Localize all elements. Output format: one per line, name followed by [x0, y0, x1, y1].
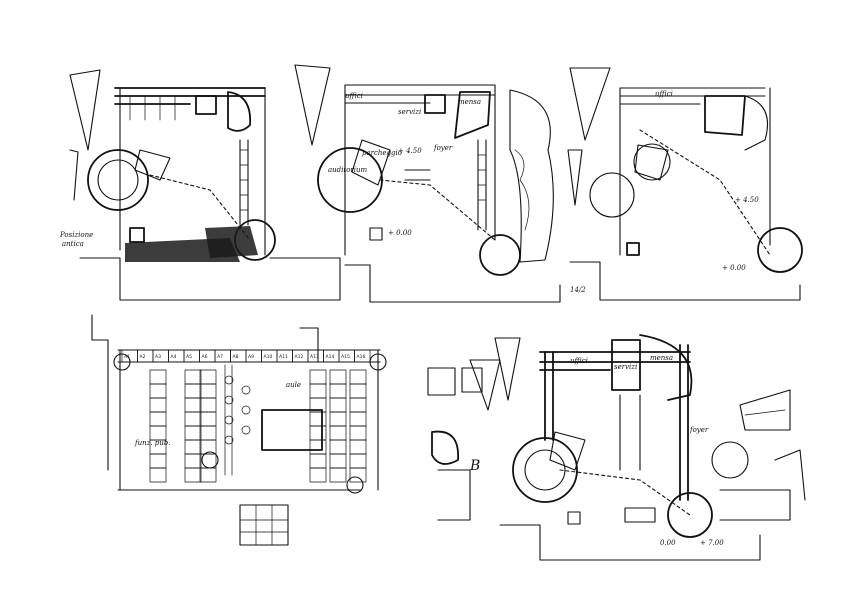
- grid-room: [199, 383, 217, 399]
- grid-room: [349, 453, 367, 469]
- grid-room: [184, 439, 202, 455]
- grid-cell-label: A15: [341, 354, 350, 360]
- grid-room: [199, 369, 217, 385]
- note-level-5b: + 7.00: [700, 539, 724, 547]
- sketch-plan-2: uffici servizi mensa auditorium parchegg…: [294, 64, 586, 303]
- grid-room: [184, 397, 202, 413]
- grid-room: [199, 397, 217, 413]
- note-level-2b: + 4.50: [398, 147, 422, 155]
- grid-cell-label: A16: [357, 354, 366, 360]
- grid-room: [309, 439, 327, 455]
- grid-cell-label: A11: [279, 354, 288, 360]
- grid-room: [149, 383, 167, 399]
- room-grid: A1 A2 A3 A4 A5 A6 A7 A8 A9 A10 A11 A12 A13 A14 A15 A16: [121, 349, 371, 483]
- sketch-plan-5: uffici servizi mensa foyer 0.00 + 7.00 B: [427, 334, 806, 561]
- grid-room: [349, 467, 367, 483]
- note-funz: funz. pub.: [134, 439, 170, 447]
- grid-room: [184, 425, 202, 441]
- note-servizi-2: servizi: [398, 108, 421, 116]
- grid-room: [184, 369, 202, 385]
- grid-cell: [354, 349, 371, 363]
- note-level-3a: + 4.50: [735, 196, 759, 204]
- grid-cell-label: A5: [186, 354, 192, 360]
- note-site: Posizione: [59, 231, 93, 239]
- grid-room: [329, 467, 347, 483]
- note-mensa-2: mensa: [458, 98, 481, 106]
- grid-room: [184, 383, 202, 399]
- grid-cell-label: A1: [124, 354, 130, 360]
- grid-room: [329, 453, 347, 469]
- note-level-5a: 0.00: [660, 539, 676, 547]
- grid-cell-label: A6: [202, 354, 208, 360]
- grid-room: [149, 453, 167, 469]
- grid-room: [349, 425, 367, 441]
- grid-room: [329, 425, 347, 441]
- grid-room: [349, 369, 367, 385]
- grid-room: [199, 425, 217, 441]
- note-site-2: antica: [62, 240, 84, 248]
- note-uffici-2: uffici: [345, 92, 363, 100]
- note-date: 14/2: [570, 286, 586, 294]
- note-level-3b: + 0.00: [722, 264, 746, 272]
- grid-cell-label: A3: [155, 354, 161, 360]
- grid-room: [149, 411, 167, 427]
- grid-cell-label: A7: [217, 354, 223, 360]
- grid-room: [309, 453, 327, 469]
- note-foyer-2: foyer: [433, 144, 453, 152]
- grid-room: [349, 411, 367, 427]
- grid-room: [309, 425, 327, 441]
- note-mensa-5: mensa: [650, 354, 673, 362]
- note-auditorium: auditorium: [328, 166, 368, 174]
- note-level-2a: + 0.00: [388, 229, 412, 237]
- grid-room: [149, 369, 167, 385]
- grid-room: [329, 411, 347, 427]
- grid-room: [149, 467, 167, 483]
- grid-cell-label: A12: [295, 354, 304, 360]
- grid-room: [349, 397, 367, 413]
- note-uffici-3: uffici: [655, 90, 673, 98]
- grid-room: [329, 369, 347, 385]
- grid-room: [349, 383, 367, 399]
- grid-room: [199, 411, 217, 427]
- grid-room: [309, 467, 327, 483]
- grid-room: [329, 383, 347, 399]
- grid-room: [309, 369, 327, 385]
- grid-room: [349, 439, 367, 455]
- grid-room: [309, 411, 327, 427]
- grid-room: [199, 467, 217, 483]
- grid-cell-label: A13: [310, 354, 319, 360]
- grid-room: [309, 383, 327, 399]
- grid-room: [184, 453, 202, 469]
- grid-room: [149, 425, 167, 441]
- grid-room: [184, 411, 202, 427]
- note-foyer-5: foyer: [689, 426, 709, 434]
- grid-room: [329, 439, 347, 455]
- grid-room: [184, 467, 202, 483]
- grid-cell-label: A9: [248, 354, 254, 360]
- note-servizi-5: servizi: [614, 363, 637, 371]
- note-aule: aule: [286, 381, 301, 389]
- grid-room: [149, 397, 167, 413]
- grid-cell-label: A10: [264, 354, 273, 360]
- grid-cell-label: A14: [326, 354, 335, 360]
- note-mark-b: B: [469, 458, 480, 474]
- note-uffici-5: uffici: [570, 357, 588, 365]
- grid-cell-label: A8: [233, 354, 239, 360]
- note-parcheggio: parcheggio: [362, 149, 402, 157]
- sketch-plan-3: uffici + 4.50 + 0.00: [567, 67, 803, 301]
- grid-room: [329, 397, 347, 413]
- grid-cell-label: A2: [140, 354, 146, 360]
- grid-cell-label: A4: [171, 354, 177, 360]
- sketch-plan-1: Posizione antica: [59, 69, 341, 301]
